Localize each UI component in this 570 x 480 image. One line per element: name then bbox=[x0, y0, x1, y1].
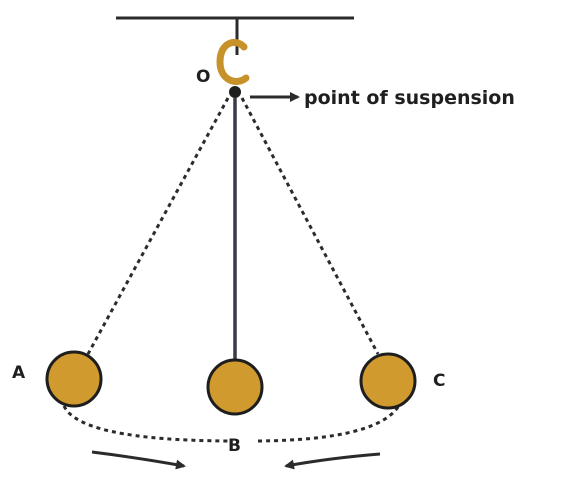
curved-arrow-left-icon bbox=[284, 452, 381, 470]
suspension-label: point of suspension bbox=[304, 87, 515, 109]
swing-path-dashed bbox=[62, 403, 402, 443]
curved-arrow-right-icon bbox=[91, 450, 186, 470]
position-c-label: C bbox=[433, 371, 445, 391]
position-b-label: B bbox=[228, 436, 241, 456]
position-a-label: A bbox=[12, 363, 26, 383]
string-right-dashed bbox=[240, 97, 380, 355]
suspension-point bbox=[229, 86, 241, 98]
bob-center bbox=[206, 358, 264, 416]
hook-icon bbox=[216, 39, 250, 85]
bob-right bbox=[359, 352, 417, 410]
string-left-dashed bbox=[86, 97, 230, 355]
origin-label: O bbox=[196, 67, 210, 87]
bob-left bbox=[45, 350, 103, 408]
